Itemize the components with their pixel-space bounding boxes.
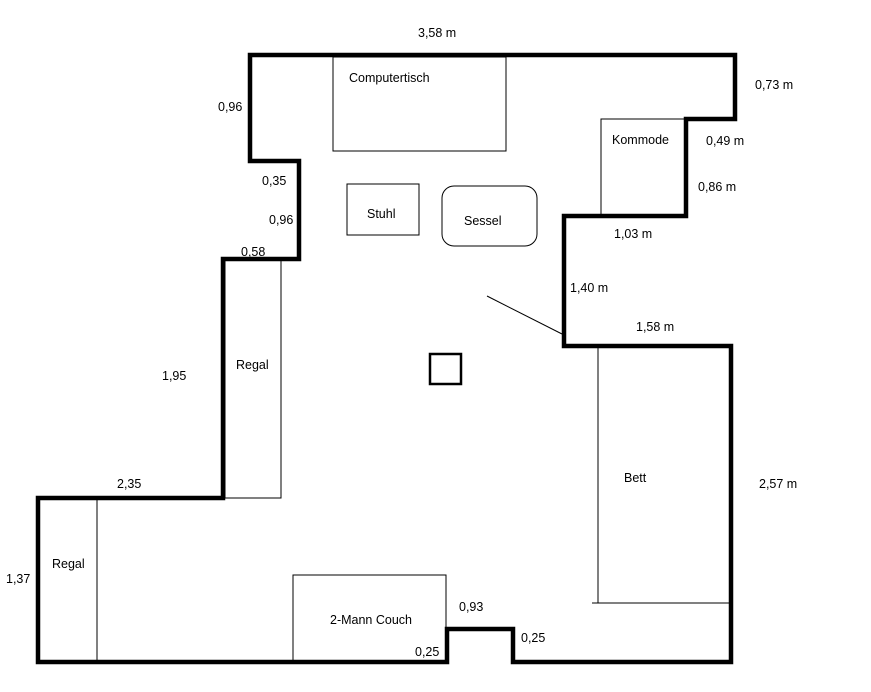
center-square — [428, 352, 463, 386]
couch-rect — [292, 574, 447, 660]
dim-top-width: 3,58 m — [418, 26, 456, 40]
sessel-rect — [441, 185, 538, 247]
dim-step-width: 1,03 m — [614, 227, 652, 241]
computertisch-rect — [332, 56, 507, 152]
label-stuhl: Stuhl — [367, 207, 396, 221]
kommode-rect — [600, 118, 686, 216]
dim-notch-right-width: 0,25 — [521, 631, 545, 645]
dim-regal-top-width: 0,58 — [241, 245, 265, 259]
stuhl-rect — [346, 183, 420, 236]
dim-left-top-height: 0,96 — [218, 100, 242, 114]
dim-right-top-height: 0,73 m — [755, 78, 793, 92]
dim-lower-left-height: 1,37 — [6, 572, 30, 586]
dim-notch-height: 0,93 — [459, 600, 483, 614]
label-regal-upper: Regal — [236, 358, 269, 372]
label-sessel: Sessel — [464, 214, 502, 228]
dim-step-height: 1,40 m — [570, 281, 608, 295]
label-bett: Bett — [624, 471, 647, 485]
dim-regal-height: 1,95 — [162, 369, 186, 383]
label-kommode: Kommode — [612, 133, 669, 147]
dim-bed-height: 2,57 m — [759, 477, 797, 491]
dim-notch-left-width: 0,25 — [415, 645, 439, 659]
room-outline — [35, 52, 738, 665]
door-swing-line — [486, 295, 563, 335]
bett-rect — [597, 348, 729, 604]
label-regal-lower: Regal — [52, 557, 85, 571]
dim-left-step-height: 0,96 — [269, 213, 293, 227]
dim-left-step-width: 0,35 — [262, 174, 286, 188]
dim-kommode-width: 0,49 m — [706, 134, 744, 148]
regal-upper-rect — [224, 259, 282, 499]
label-couch: 2-Mann Couch — [330, 613, 412, 627]
dim-bed-top-width: 1,58 m — [636, 320, 674, 334]
dim-lower-left-width: 2,35 — [117, 477, 141, 491]
label-computertisch: Computertisch — [349, 71, 430, 85]
dim-kommode-height: 0,86 m — [698, 180, 736, 194]
